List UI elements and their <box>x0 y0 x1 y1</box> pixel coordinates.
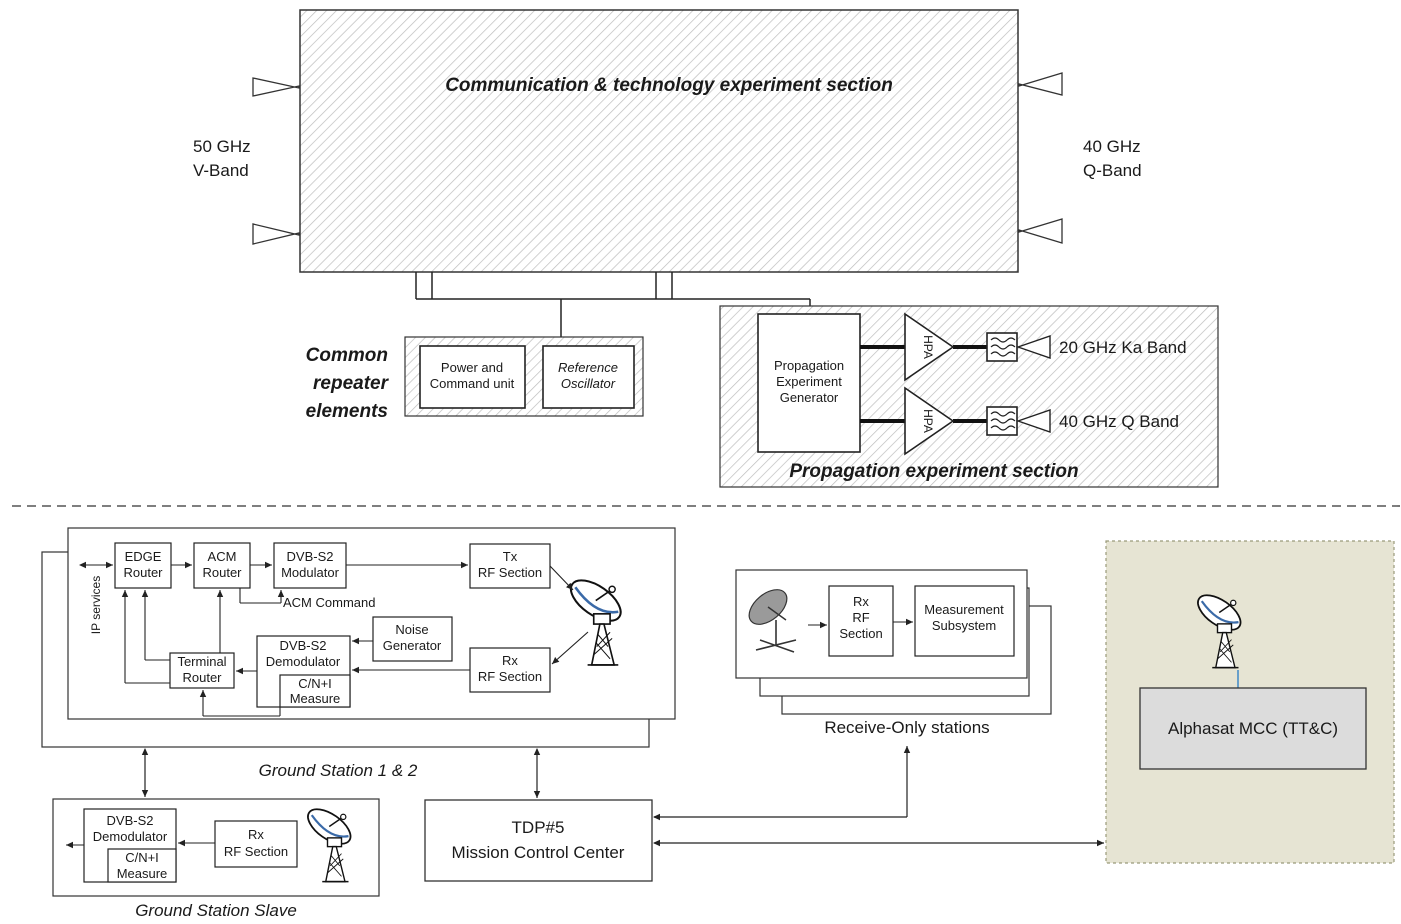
ip-services-label: IP services <box>89 576 103 634</box>
v-band-freq: 50 GHz <box>193 137 251 156</box>
edge-router <box>114 542 172 589</box>
gs12-label: Ground Station 1 & 2 <box>259 761 418 780</box>
acm-command-label: ACM Command <box>283 595 375 610</box>
dvb-demod-line2: Demodulator <box>266 654 341 669</box>
common-elements-line1: Common <box>306 345 388 366</box>
prop-section-title: Propagation experiment section <box>789 461 1078 482</box>
q-band-freq: 40 GHz <box>1083 137 1141 156</box>
power-command-unit <box>419 345 526 409</box>
alphasat-mcc <box>1139 687 1367 770</box>
ro-rx-line3: Section <box>839 626 882 641</box>
mcc-label: Alphasat MCC (TT&C) <box>1168 719 1338 738</box>
filter-ka-icon <box>986 332 1018 362</box>
measurement-line1: Measurement <box>924 602 1004 617</box>
rx-rf-line1: Rx <box>502 653 518 668</box>
slave-cn-measure <box>107 848 177 883</box>
ka-band-label: 20 GHz Ka Band <box>1059 338 1187 357</box>
acm-router <box>193 542 251 589</box>
noise-gen-line2: Generator <box>383 638 442 653</box>
slave-cn-line2: Measure <box>117 866 168 881</box>
dvb-mod-line2: Modulator <box>281 565 339 580</box>
ref-osc-line2: Oscillator <box>561 376 616 391</box>
hpa-label-ka: HPA <box>921 335 935 359</box>
slave-cn-line1: C/N+I <box>125 850 159 865</box>
ro-rx-line2: RF <box>852 610 869 625</box>
rx-rf-line2: RF Section <box>478 669 542 684</box>
tdp-line2: Mission Control Center <box>452 843 625 862</box>
slave-rx-line1: Rx <box>248 827 264 842</box>
slave-demod-line2: Demodulator <box>93 829 168 844</box>
dvb-demod-line1: DVB-S2 <box>280 638 327 653</box>
ro-signal-lines <box>808 618 913 629</box>
cn-line2: Measure <box>290 691 341 706</box>
common-elements-line3: elements <box>306 401 388 422</box>
prop-gen-line3: Generator <box>780 390 839 405</box>
slave-rx-rf-section <box>214 820 298 868</box>
mission-control-center <box>424 799 653 882</box>
reference-oscillator <box>542 345 635 409</box>
power-command-line1: Power and <box>441 360 503 375</box>
q-band-label: 40 GHz Q Band <box>1059 412 1179 431</box>
acm-router-line1: ACM <box>208 549 237 564</box>
q-band-name: Q-Band <box>1083 161 1142 180</box>
q-band-horn-icon <box>1015 409 1051 433</box>
v-band-name: V-Band <box>193 161 249 180</box>
tdp-line1: TDP#5 <box>512 818 565 837</box>
tx-rf-line2: RF Section <box>478 565 542 580</box>
gs12-signal-lines <box>79 561 589 717</box>
edge-router-line2: Router <box>123 565 163 580</box>
hpa-feed-lines <box>860 345 987 423</box>
ro-rx-line1: Rx <box>853 594 869 609</box>
dvb-mod-line1: DVB-S2 <box>287 549 334 564</box>
common-elements-line2: repeater <box>313 373 390 394</box>
dvb-s2-modulator <box>273 542 347 589</box>
acm-router-line2: Router <box>202 565 242 580</box>
propagation-experiment-generator <box>757 313 861 453</box>
prop-gen-line1: Propagation <box>774 358 844 373</box>
power-command-line2: Command unit <box>430 376 515 391</box>
comm-experiment-section <box>299 9 1019 273</box>
hpa-label-q: HPA <box>921 409 935 433</box>
terminal-router-line2: Router <box>182 670 222 685</box>
edge-router-line1: EDGE <box>125 549 162 564</box>
terminal-router <box>169 652 235 689</box>
slave-label: Ground Station Slave <box>135 901 297 919</box>
slave-rx-line2: RF Section <box>224 844 288 859</box>
rx-rf-section <box>469 647 551 693</box>
hpa-amplifier-ka-icon <box>904 312 955 382</box>
ro-rx-rf-section <box>828 585 894 657</box>
measurement-subsystem <box>914 585 1015 657</box>
measurement-line2: Subsystem <box>932 618 996 633</box>
filter-q-icon <box>986 406 1018 436</box>
q-band-horn-lower-icon <box>1018 218 1063 244</box>
satellite-bus-lines <box>415 272 811 344</box>
terminal-router-line1: Terminal <box>177 654 226 669</box>
v-band-horn-upper-icon <box>252 77 300 97</box>
cn-line1: C/N+I <box>298 676 332 691</box>
noise-gen-line1: Noise <box>395 622 428 637</box>
tx-rf-line1: Tx <box>503 549 518 564</box>
slave-demod-line1: DVB-S2 <box>107 813 154 828</box>
comm-section-title: Communication & technology experiment se… <box>445 75 893 96</box>
ka-band-horn-icon <box>1015 335 1051 359</box>
inter-site-links <box>141 746 1104 847</box>
q-band-horn-upper-icon <box>1018 72 1063 96</box>
tx-rf-section <box>469 543 551 589</box>
noise-generator <box>372 616 453 662</box>
ref-osc-line1: Reference <box>558 360 618 375</box>
v-band-horn-lower-icon <box>252 223 300 245</box>
receive-only-dish-icon <box>748 589 797 653</box>
hpa-amplifier-q-icon <box>904 386 955 456</box>
slave-signal-lines <box>66 839 215 849</box>
prop-gen-line2: Experiment <box>776 374 842 389</box>
receive-only-label: Receive-Only stations <box>824 718 989 737</box>
cn-measure <box>279 674 351 708</box>
